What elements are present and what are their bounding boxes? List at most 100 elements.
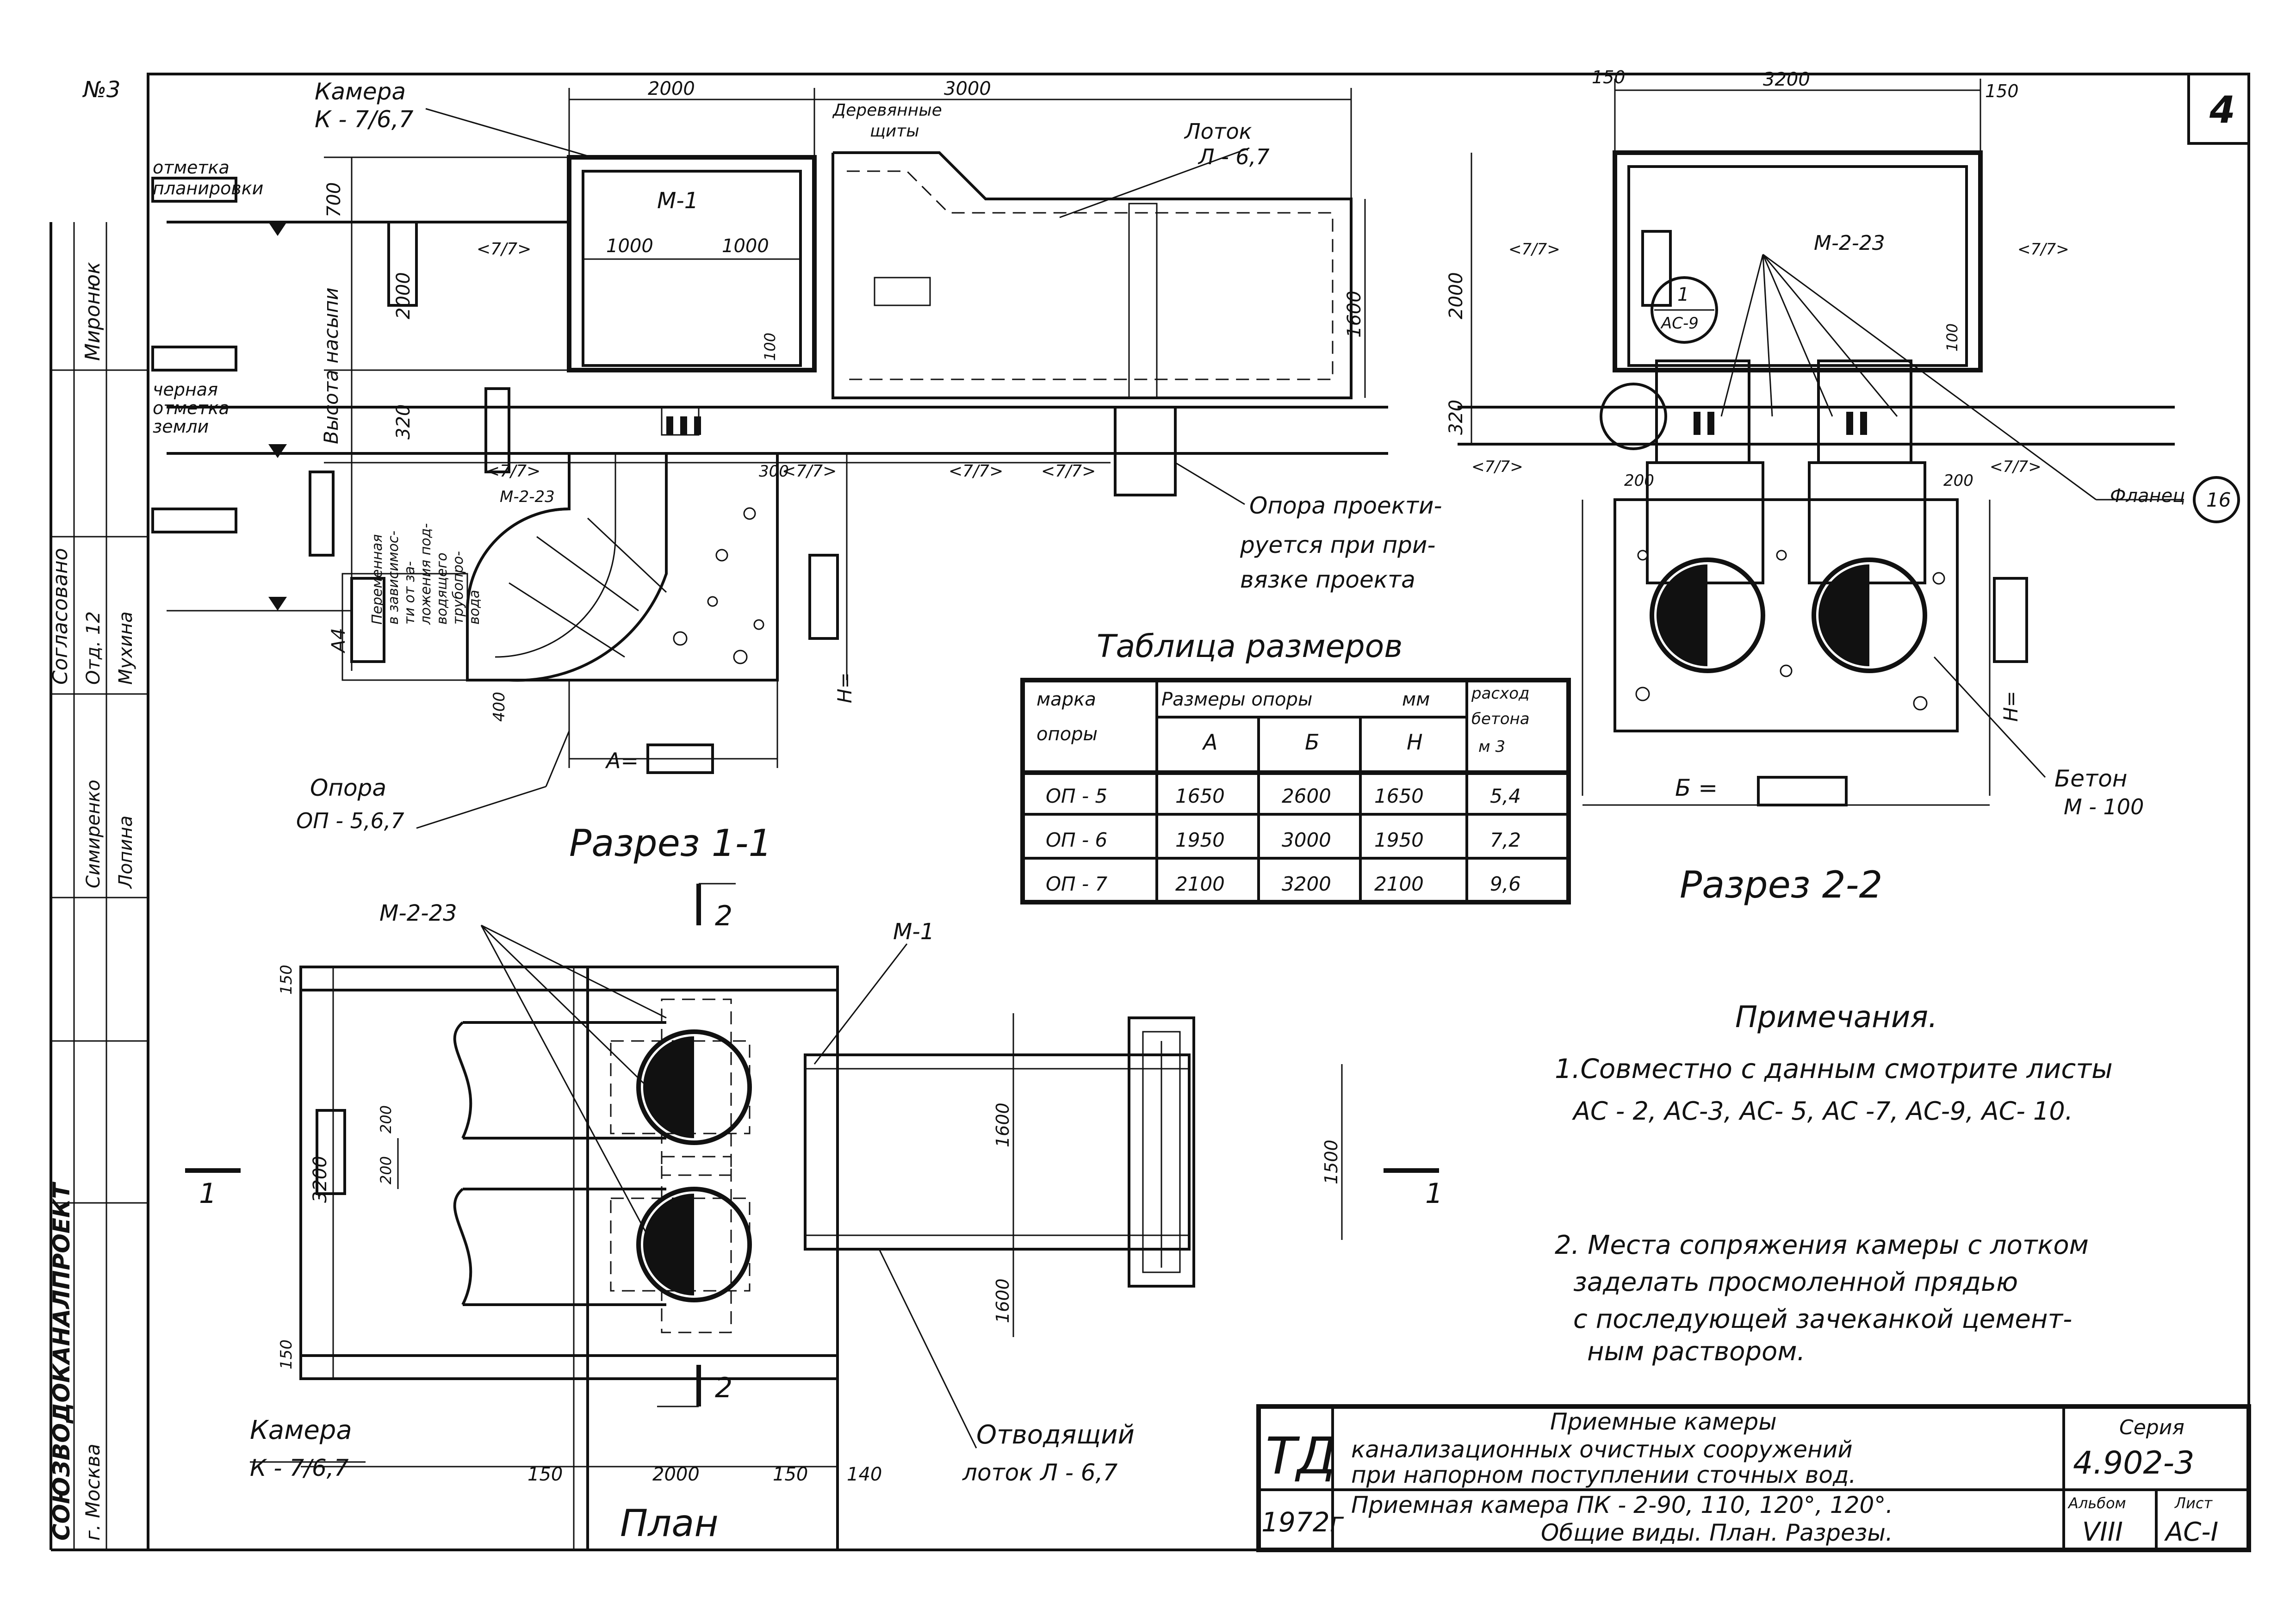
table-row-3-b: 3200: [1282, 873, 1331, 895]
plan-dim-200-b: 200: [377, 1156, 395, 1184]
s1-support-note-3: вязке проекта: [1240, 566, 1415, 593]
plan-dim-150-t: 150: [277, 965, 296, 995]
plan-dim-200-a: 200: [377, 1105, 395, 1134]
s2-callout-num: 1: [1677, 284, 1689, 305]
s1-dim-2000-side: 2000: [393, 272, 414, 319]
tb-sheet-value: АС-I: [2164, 1517, 2218, 1547]
s1-label-chamber-mark: К - 7/6,7: [315, 106, 414, 133]
tb-album-label: Альбом: [2067, 1494, 2126, 1512]
notes: Примечания. 1.Совместно с данным смотрит…: [1555, 1000, 2113, 1367]
s1-label-tray: Лоток: [1184, 119, 1252, 144]
s1-dim-1000-b: 1000: [722, 235, 769, 257]
s1-dim-320: 320: [393, 404, 414, 440]
tb-sheet-label: Лист: [2174, 1494, 2213, 1512]
table-head-mark-1: марка: [1036, 689, 1096, 710]
tb-series-label: Серия: [2119, 1416, 2184, 1439]
table-head-cons-1: расход: [1471, 684, 1530, 703]
section-1-1: Камера К - 7/6,7 отметка планировки черн…: [151, 78, 1442, 865]
plan-dim-150-b: 150: [277, 1339, 296, 1369]
notes-title: Примечания.: [1735, 1000, 1937, 1035]
note-2-line-3: с последующей зачеканкой цемент-: [1573, 1304, 2072, 1334]
s1-soil-mark-3: <7/7>: [782, 462, 837, 481]
s1-label-black-1: черная: [153, 379, 218, 400]
table-head-cons-3: м 3: [1478, 737, 1505, 756]
table-row-2-a: 1950: [1175, 829, 1225, 851]
table-head-h: Н: [1407, 730, 1423, 755]
s1-label-support: Опора: [310, 774, 386, 801]
s2-dim-h: Н=: [1999, 691, 2022, 722]
plan-label-m1: М-1: [893, 919, 934, 945]
plan-label-m223: М-2-23: [379, 900, 457, 926]
corner-note: №3: [82, 77, 120, 103]
s1-dim-a4: А4: [328, 628, 349, 654]
s2-dim-3200: 3200: [1763, 69, 1810, 90]
s1-wood-shields-1: Деревянные: [832, 101, 942, 120]
s2-flange-num: 16: [2206, 489, 2231, 511]
s1-pipe-lay-1: Переменная: [369, 534, 385, 625]
s2-dim-200-l: 200: [1624, 471, 1654, 490]
plan-label-chamber-mark: К - 7/6,7: [250, 1455, 349, 1481]
tb-title-1-a: Приемные камеры: [1550, 1408, 1777, 1435]
s2-dim-100: 100: [1943, 323, 1961, 352]
note-2-line-1: 2. Места сопряжения камеры с лотком: [1555, 1230, 2089, 1260]
title-block: ТД 1972г Приемные камеры канализационных…: [1256, 1404, 2251, 1552]
note-1-line-2: АС - 2, АС-3, АС- 5, АС -7, АС-9, АС- 10…: [1572, 1096, 2073, 1126]
table-row-3-v: 9,6: [1490, 873, 1521, 895]
svg-text:4: 4: [2209, 88, 2235, 131]
sheet-number-box: 4: [2187, 73, 2250, 145]
table-row-3-h: 2100: [1374, 873, 1424, 895]
s1-dim-100: 100: [761, 333, 779, 361]
table-head-dims: Размеры опоры: [1161, 689, 1312, 710]
stamp-row-2: Согласовано: [49, 548, 72, 685]
s2-soil-4: <7/7>: [1990, 458, 2042, 476]
plan-dim-150-l: 150: [527, 1464, 563, 1485]
sheet-frame: [147, 73, 2250, 1551]
s1-label-planning-1: отметка: [153, 157, 230, 178]
s1-support-note-2: руется при при-: [1240, 532, 1435, 558]
s1-label-tray-mark: Л - 6,7: [1198, 144, 1270, 169]
s2-soil-2: <7/7>: [2017, 240, 2069, 259]
s1-pipe-lay-6: трубопро-: [450, 551, 466, 625]
stamp-row-6: Мухина: [115, 611, 137, 685]
stamp-city: г. Москва: [81, 1443, 104, 1541]
table-row-1-b: 2600: [1282, 785, 1331, 807]
s1-label-planning-2: планировки: [153, 178, 263, 198]
tb-title-1-c: при напорном поступлении сточных вод.: [1351, 1462, 1856, 1488]
s2-label-flange: Фланец: [2110, 485, 2185, 507]
s1-soil-mark-5: <7/7>: [1041, 462, 1096, 481]
s1-dim-2000-top: 2000: [648, 78, 695, 99]
table-title: Таблица размеров: [1097, 628, 1402, 665]
s1-label-chamber: Камера: [315, 78, 406, 105]
s1-dim-h: Н=: [833, 672, 856, 703]
tb-logo: ТД: [1266, 1426, 1336, 1486]
plan-view: М-2-23 М-1 Камера К - 7/6,7 Отводящий ло…: [185, 883, 1443, 1551]
plan-dim-150-r: 150: [773, 1464, 808, 1485]
table-row-3-mark: ОП - 7: [1046, 873, 1107, 895]
table-head-cons-2: бетона: [1471, 710, 1530, 728]
s2-label-m223: М-2-23: [1814, 231, 1885, 255]
tb-album-value: VIII: [2082, 1517, 2123, 1547]
tb-year: 1972г: [1261, 1506, 1344, 1538]
s1-support-note-1: Опора проекти-: [1249, 492, 1442, 519]
s1-pipe-lay-5: водящего: [434, 552, 450, 625]
s1-label-support-mark: ОП - 5,6,7: [296, 808, 404, 833]
s1-label-m223: М-2-23: [500, 488, 555, 506]
plan-dim-1500: 1500: [1321, 1140, 1341, 1184]
s1-title: Разрез 1-1: [569, 822, 772, 865]
s2-dim-320: 320: [1446, 400, 1467, 435]
table-row-2-v: 7,2: [1490, 829, 1521, 851]
s1-soil-mark-1: <7/7>: [477, 240, 531, 259]
s1-dim-700: 700: [323, 182, 345, 217]
table-head-mark-2: опоры: [1036, 724, 1098, 745]
s1-dim-1600: 1600: [1344, 291, 1365, 338]
plan-label-chamber: Камера: [250, 1415, 352, 1445]
stamp-row-5: Лопина: [115, 816, 137, 889]
s2-soil-1: <7/7>: [1508, 240, 1560, 259]
s2-dim-200-r: 200: [1943, 471, 1973, 490]
section-2-2: 150 3200 150 2000 320 100 200 200 М-2-23…: [1446, 67, 2240, 906]
s1-dim-a: А=: [605, 748, 639, 773]
s2-label-concrete-mark: М - 100: [2064, 794, 2144, 819]
plan-dim-1600-a: 1600: [993, 1103, 1013, 1147]
s1-soil-mark-2: <7/7>: [486, 462, 540, 481]
